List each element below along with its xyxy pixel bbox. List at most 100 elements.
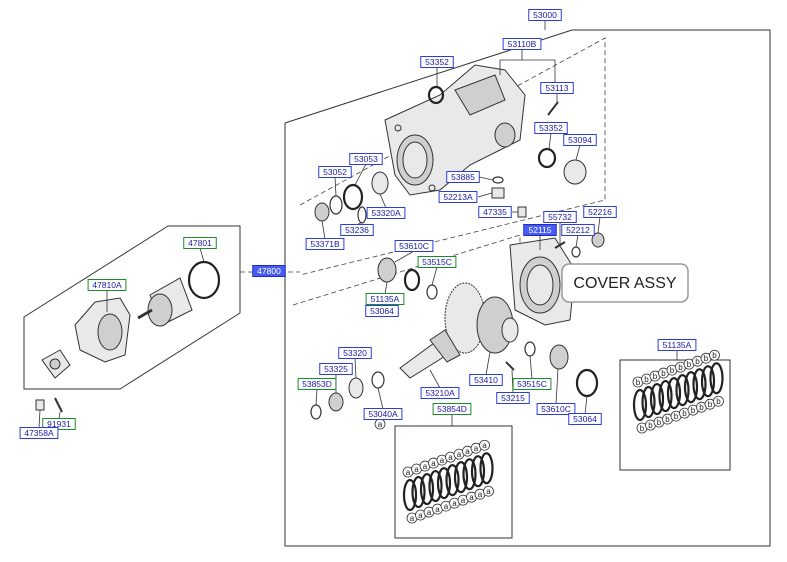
part-label-51135Ab[interactable]: 51135A xyxy=(657,339,697,351)
part-label-text: 53052 xyxy=(323,167,347,177)
part-label-text: 53320A xyxy=(371,208,401,218)
svg-text:a: a xyxy=(486,487,491,496)
callout-letter-a: a xyxy=(440,500,452,512)
seal-53064-left xyxy=(403,268,421,292)
part-label-53515Cb[interactable]: 53515C xyxy=(512,378,552,390)
part-label-51135Aa[interactable]: 51135A xyxy=(365,293,405,305)
part-label-47800[interactable]: 47800 xyxy=(252,265,286,277)
part-label-text: 55732 xyxy=(548,212,572,222)
part-label-text: 47801 xyxy=(188,238,212,248)
part-label-53352b[interactable]: 53352 xyxy=(534,122,568,134)
svg-text:a: a xyxy=(435,505,440,514)
callout-letter-b: b xyxy=(713,395,724,407)
svg-text:b: b xyxy=(661,369,666,378)
o-ring xyxy=(683,371,699,404)
shim-53853D xyxy=(310,404,322,420)
part-label-53053[interactable]: 53053 xyxy=(349,153,383,165)
callout-letter-b: b xyxy=(632,376,644,388)
svg-text:b: b xyxy=(640,424,645,433)
washer-52212 xyxy=(571,246,581,258)
part-label-53236[interactable]: 53236 xyxy=(340,224,374,236)
o-ring xyxy=(428,469,443,503)
part-label-47335[interactable]: 47335 xyxy=(478,206,512,218)
part-label-53064a[interactable]: 53064 xyxy=(365,305,399,317)
o-ring xyxy=(411,475,426,509)
svg-text:b: b xyxy=(695,357,700,366)
svg-text:b: b xyxy=(674,412,679,421)
part-label-53113[interactable]: 53113 xyxy=(540,82,574,94)
bolt-47358A xyxy=(35,399,45,411)
part-label-text: 53040A xyxy=(368,409,398,419)
callout-letter-a: a xyxy=(457,494,469,506)
part-label-text: 53410 xyxy=(474,375,498,385)
part-label-53320[interactable]: 53320 xyxy=(338,347,372,359)
pinion-gear-53210A xyxy=(399,329,461,379)
part-label-52115[interactable]: 52115 xyxy=(523,224,557,236)
part-label-53853D[interactable]: 53853D xyxy=(297,378,337,390)
svg-text:b: b xyxy=(644,375,649,384)
part-label-55732[interactable]: 55732 xyxy=(543,211,577,223)
part-label-47358A[interactable]: 47358A xyxy=(19,427,59,439)
part-number-labels: 5300053110B53352531135335253094530535305… xyxy=(19,9,697,439)
svg-text:a: a xyxy=(465,447,470,456)
svg-text:a: a xyxy=(406,468,411,477)
svg-text:a: a xyxy=(423,462,428,471)
svg-text:b: b xyxy=(712,351,717,360)
callout-letter-a: a xyxy=(474,488,486,500)
part-label-53210A[interactable]: 53210A xyxy=(420,387,460,399)
part-label-52216[interactable]: 52216 xyxy=(583,206,617,218)
svg-text:a: a xyxy=(378,420,383,429)
part-label-text: 53371B xyxy=(310,239,340,249)
svg-text:a: a xyxy=(482,441,487,450)
cap-53094 xyxy=(563,159,587,185)
part-label-53352a[interactable]: 53352 xyxy=(420,56,454,68)
o-ring xyxy=(445,464,460,497)
bearing-53325 xyxy=(328,392,344,412)
plug-52213A xyxy=(491,187,505,199)
part-label-53610Ca[interactable]: 53610C xyxy=(394,240,434,252)
part-label-53320A[interactable]: 53320A xyxy=(366,207,406,219)
bolt-91931 xyxy=(54,397,63,413)
svg-text:a: a xyxy=(474,444,479,453)
seal-53064-right xyxy=(575,368,599,398)
part-label-text: 53110B xyxy=(508,39,537,49)
part-label-47801[interactable]: 47801 xyxy=(183,237,217,249)
o-ring xyxy=(666,377,682,410)
part-label-52212[interactable]: 52212 xyxy=(561,224,595,236)
part-label-text: 53325 xyxy=(324,364,348,374)
seal-53352-right xyxy=(537,147,557,169)
part-label-53325[interactable]: 53325 xyxy=(319,363,353,375)
seal-53352-top xyxy=(427,85,445,105)
part-label-53000[interactable]: 53000 xyxy=(528,9,562,21)
part-label-53854D[interactable]: 53854D xyxy=(432,403,472,415)
part-label-53110B[interactable]: 53110B xyxy=(502,38,542,50)
svg-text:a: a xyxy=(410,514,415,523)
o-ring xyxy=(675,374,690,407)
part-label-text: 52213A xyxy=(443,192,473,202)
part-label-53064b[interactable]: 53064 xyxy=(568,413,602,425)
part-label-53410[interactable]: 53410 xyxy=(469,374,503,386)
cover-assy-tooltip-text: COVER ASSY xyxy=(573,275,676,292)
part-label-53610Cb[interactable]: 53610C xyxy=(536,403,576,415)
gear-dashed-boundary xyxy=(292,234,521,306)
part-label-53885[interactable]: 53885 xyxy=(446,171,480,183)
part-label-text: 53094 xyxy=(568,135,592,145)
part-label-52213A[interactable]: 52213A xyxy=(438,191,478,203)
part-label-text: 53210A xyxy=(425,388,455,398)
part-label-53515Ca[interactable]: 53515C xyxy=(417,256,457,268)
part-label-text: 53610C xyxy=(541,404,571,414)
part-label-91931[interactable]: 91931 xyxy=(42,418,76,430)
part-label-53371B[interactable]: 53371B xyxy=(305,238,345,250)
svg-text:b: b xyxy=(648,421,653,430)
part-label-53094[interactable]: 53094 xyxy=(563,134,597,146)
svg-text:b: b xyxy=(636,378,641,387)
part-label-text: 91931 xyxy=(47,419,71,429)
svg-text:b: b xyxy=(708,400,713,409)
part-label-53052[interactable]: 53052 xyxy=(318,166,352,178)
part-label-53215[interactable]: 53215 xyxy=(496,392,530,404)
part-label-47810A[interactable]: 47810A xyxy=(87,279,127,291)
o-ring xyxy=(462,458,477,491)
part-label-53040A[interactable]: 53040A xyxy=(363,408,403,420)
svg-text:a: a xyxy=(414,465,419,474)
